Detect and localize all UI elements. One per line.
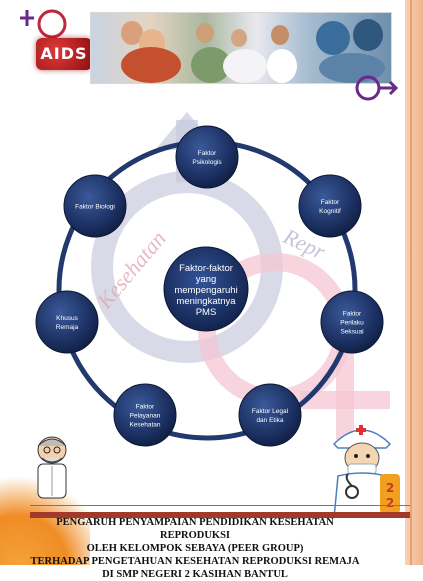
footer-line-3: Terhadap Pengetahuan Kesehatan Reproduks… xyxy=(30,556,360,567)
factor-node-circle xyxy=(298,174,362,238)
footer-divider xyxy=(30,512,410,518)
male-symbol-icon xyxy=(355,75,399,101)
center-label-line-3: mempengaruhi xyxy=(174,285,237,296)
nurse-cartoon-icon: 2 2 xyxy=(332,425,400,518)
factor-node-label: Faktor xyxy=(343,311,362,318)
center-node: Faktor-faktor yang mempengaruhi meningka… xyxy=(163,246,249,332)
factor-node-label: dan Etika xyxy=(256,417,283,424)
aids-logo-text: AIDS xyxy=(40,44,88,63)
factor-node-label: Seksual xyxy=(340,329,364,336)
svg-text:2: 2 xyxy=(386,481,394,495)
factor-node-label: Pelayanan xyxy=(130,413,161,420)
factor-node-circle xyxy=(35,290,99,354)
factor-node-circle xyxy=(63,174,127,238)
factor-node-circle xyxy=(113,383,177,447)
footer-line-4: Di SMP Negeri 2 Kasihan Bantul xyxy=(102,569,288,580)
factor-node-label: Perilaku xyxy=(340,320,364,327)
factor-node-circle xyxy=(238,383,302,447)
factor-node-label: Psikologis xyxy=(192,159,222,166)
factor-node-4: Faktor Legal dan Etika xyxy=(238,383,302,447)
factor-node-label: Kognitif xyxy=(319,208,341,215)
factor-node-label: Kesehatan xyxy=(129,422,160,429)
factor-node-label: Faktor Biologi xyxy=(75,204,115,211)
factor-node-label: Faktor xyxy=(136,404,155,411)
footer-divider-thin xyxy=(30,505,410,506)
factor-node-circle xyxy=(320,290,384,354)
aids-logo: AIDS xyxy=(36,38,92,70)
pms-factors-diagram: Kesehatan Repr Faktor-faktor yang mempen… xyxy=(35,112,390,447)
factor-nodes: FaktorPsikologisFaktorKognitifFaktorPeri… xyxy=(35,125,384,447)
svg-text:2: 2 xyxy=(386,496,394,510)
header-banner: AIDS xyxy=(0,0,405,101)
footer-line-2: Oleh Kelompok Sebaya (Peer Group) xyxy=(86,543,304,554)
factor-node-7: Faktor Biologi xyxy=(63,174,127,238)
footer-title: Pengaruh Penyampaian Pendidikan Kesehata… xyxy=(30,516,360,581)
factor-node-label: Faktor Legal xyxy=(252,408,289,415)
factor-node-label: Faktor xyxy=(198,150,217,157)
factor-node-label: Faktor xyxy=(321,199,340,206)
center-label-line-2: yang xyxy=(196,274,217,285)
doctor-cartoon-icon xyxy=(37,436,67,499)
center-label-line-1: Faktor-faktor xyxy=(179,263,233,274)
right-border-decoration xyxy=(405,0,423,565)
footer-line-1: Pengaruh Penyampaian Pendidikan Kesehata… xyxy=(56,517,334,541)
factor-node-label: Khusus xyxy=(56,315,78,322)
factor-node-circle xyxy=(175,125,239,189)
factor-node-label: Remaja xyxy=(56,324,79,331)
center-label-line-4: meningkatnya xyxy=(176,296,236,307)
center-label-line-5: PMS xyxy=(196,307,217,318)
